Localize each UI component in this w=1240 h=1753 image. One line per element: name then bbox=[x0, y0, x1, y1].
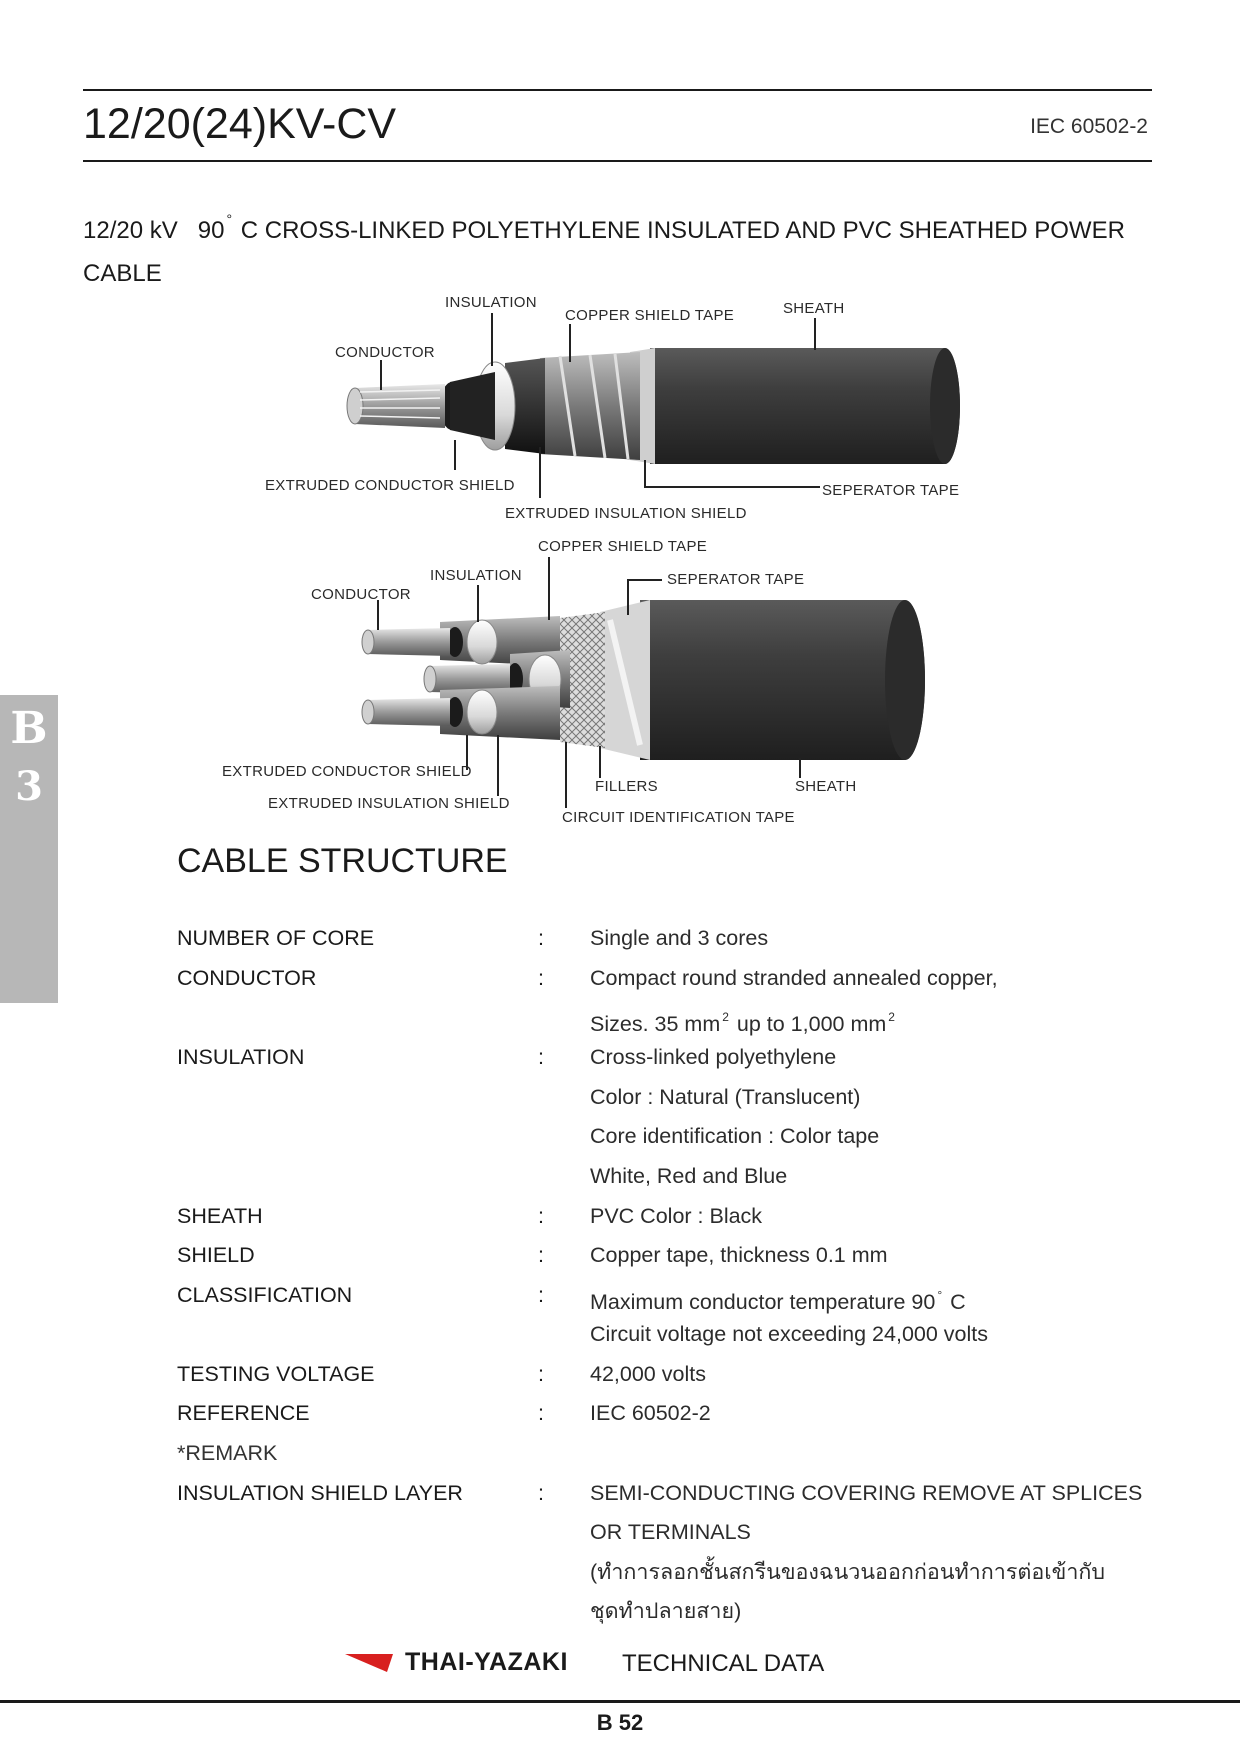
spec-label-conductor: CONDUCTOR bbox=[177, 966, 317, 990]
spec-value-insulation-shield-layer-thai: (ทำการลอกชั้นสกรีนของฉนวนออกก่อนทำการต่อ… bbox=[590, 1560, 1106, 1584]
single-core-cable bbox=[346, 348, 960, 464]
label-sheath-3: SHEATH bbox=[795, 778, 857, 795]
subtitle-voltage: 12/20 kV bbox=[83, 217, 178, 244]
label-extruded-conductor-shield-3: EXTRUDED CONDUCTOR SHIELD bbox=[222, 763, 472, 780]
section-title: CABLE STRUCTURE bbox=[177, 842, 508, 880]
single-leaders bbox=[380, 313, 820, 498]
footer-rule bbox=[0, 1700, 1240, 1703]
label-conductor-3: CONDUCTOR bbox=[311, 586, 411, 603]
label-extruded-insulation-shield-3: EXTRUDED INSULATION SHIELD bbox=[268, 795, 510, 812]
spec-label-remark: *REMARK bbox=[177, 1441, 278, 1465]
product-description: 12/20 kV 90° C CROSS-LINKED POLYETHYLENE… bbox=[83, 198, 1143, 295]
label-fillers-3: FILLERS bbox=[595, 778, 658, 795]
thai-yazaki-logo-mark bbox=[345, 1654, 393, 1672]
spec-label-testing-voltage: TESTING VOLTAGE bbox=[177, 1362, 375, 1386]
spec-label-sheath: SHEATH bbox=[177, 1204, 263, 1228]
spec-value-core-colors: White, Red and Blue bbox=[590, 1164, 788, 1188]
three-core-cable bbox=[361, 600, 925, 760]
spec-colon: : bbox=[538, 1204, 544, 1228]
label-insulation-3: INSULATION bbox=[430, 567, 522, 584]
three-leaders bbox=[377, 557, 801, 808]
spec-value-insulation-color: Color : Natural (Translucent) bbox=[590, 1085, 861, 1109]
spec-label-insulation: INSULATION bbox=[177, 1045, 305, 1069]
spec-label-insulation-shield-layer: INSULATION SHIELD LAYER bbox=[177, 1481, 463, 1505]
spec-value-core-identification: Core identification : Color tape bbox=[590, 1124, 880, 1148]
spec-value-insulation-shield-layer-2: OR TERMINALS bbox=[590, 1520, 751, 1544]
label-circuit-identification-tape-3: CIRCUIT IDENTIFICATION TAPE bbox=[562, 809, 795, 826]
label-insulation-1: INSULATION bbox=[445, 294, 537, 311]
single-copper-tape bbox=[540, 352, 640, 460]
spec-colon: : bbox=[538, 926, 544, 950]
core-bottom bbox=[361, 686, 560, 740]
spec-colon: : bbox=[538, 1362, 544, 1386]
degree-symbol: ° bbox=[937, 1288, 943, 1302]
footer-technical-data: TECHNICAL DATA bbox=[622, 1650, 825, 1677]
spec-colon: : bbox=[538, 1243, 544, 1267]
sizes-from: Sizes. 35 mm bbox=[590, 1012, 721, 1036]
spec-colon: : bbox=[538, 1481, 544, 1505]
spec-colon: : bbox=[538, 1283, 544, 1307]
label-seperator-tape-1: SEPERATOR TAPE bbox=[822, 482, 959, 499]
spec-label-shield: SHIELD bbox=[177, 1243, 255, 1267]
standard-reference: IEC 60502-2 bbox=[1030, 115, 1148, 138]
spec-value-classification: Maximum conductor temperature 90° C bbox=[590, 1283, 966, 1314]
spec-value-insulation-shield-layer: SEMI-CONDUCTING COVERING REMOVE AT SPLIC… bbox=[590, 1481, 1143, 1505]
spec-value-conductor: Compact round stranded annealed copper, bbox=[590, 966, 998, 990]
subtitle-line2: CABLE bbox=[83, 260, 162, 287]
header-bottom-rule bbox=[83, 160, 1152, 162]
label-extruded-conductor-shield-1: EXTRUDED CONDUCTOR SHIELD bbox=[265, 477, 515, 494]
label-seperator-tape-3: SEPERATOR TAPE bbox=[667, 571, 804, 588]
sizes-to: up to 1,000 mm bbox=[730, 1012, 887, 1036]
label-copper-shield-tape-3: COPPER SHIELD TAPE bbox=[538, 538, 707, 555]
spec-value-sheath: PVC Color : Black bbox=[590, 1204, 763, 1228]
subtitle-rest: C CROSS-LINKED POLYETHYLENE INSULATED AN… bbox=[240, 217, 1125, 244]
spec-value-shield: Copper tape, thickness 0.1 mm bbox=[590, 1243, 888, 1267]
spec-value-number-of-core: Single and 3 cores bbox=[590, 926, 769, 950]
single-sheath bbox=[650, 348, 960, 464]
three-sheath bbox=[640, 600, 925, 760]
spec-label-reference: REFERENCE bbox=[177, 1401, 310, 1425]
brand-name: THAI-YAZAKI bbox=[405, 1648, 568, 1676]
single-insulation-shield bbox=[505, 358, 545, 454]
three-fillers bbox=[560, 612, 605, 748]
spec-value-circuit-voltage: Circuit voltage not exceeding 24,000 vol… bbox=[590, 1322, 988, 1346]
section-side-tab: B 3 bbox=[0, 695, 58, 1003]
label-extruded-insulation-shield-1: EXTRUDED INSULATION SHIELD bbox=[505, 505, 747, 522]
superscript-2: 2 bbox=[722, 1010, 729, 1024]
page-title: 12/20(24)KV-CV bbox=[83, 100, 397, 148]
label-sheath-1: SHEATH bbox=[783, 300, 845, 317]
side-tab-number: 3 bbox=[15, 763, 43, 810]
spec-value-reference: IEC 60502-2 bbox=[590, 1401, 711, 1425]
spec-colon: : bbox=[538, 966, 544, 990]
spec-value-insulation: Cross-linked polyethylene bbox=[590, 1045, 837, 1069]
spec-colon: : bbox=[538, 1045, 544, 1069]
label-copper-shield-tape-1: COPPER SHIELD TAPE bbox=[565, 307, 734, 324]
subtitle-temp: 90 bbox=[197, 217, 225, 244]
spec-value-insulation-shield-layer-thai-2: ชุดทำปลายสาย) bbox=[590, 1599, 742, 1623]
label-conductor-1: CONDUCTOR bbox=[335, 344, 435, 361]
superscript-2: 2 bbox=[888, 1010, 895, 1024]
single-conductor bbox=[346, 384, 445, 428]
spec-label-number-of-core: NUMBER OF CORE bbox=[177, 926, 375, 950]
side-tab-letter: B bbox=[10, 703, 48, 754]
page-number: B 52 bbox=[596, 1710, 644, 1735]
spec-label-classification: CLASSIFICATION bbox=[177, 1283, 353, 1307]
spec-value-testing-voltage: 42,000 volts bbox=[590, 1362, 706, 1386]
header-top-rule bbox=[83, 89, 1152, 91]
celsius-unit: C bbox=[944, 1290, 966, 1314]
cable-diagrams: INSULATION COPPER SHIELD TAPE SHEATH CON… bbox=[222, 294, 960, 826]
max-temp-text: Maximum conductor temperature 90 bbox=[590, 1290, 936, 1314]
spec-colon: : bbox=[538, 1401, 544, 1425]
degree-symbol: ° bbox=[226, 211, 233, 227]
